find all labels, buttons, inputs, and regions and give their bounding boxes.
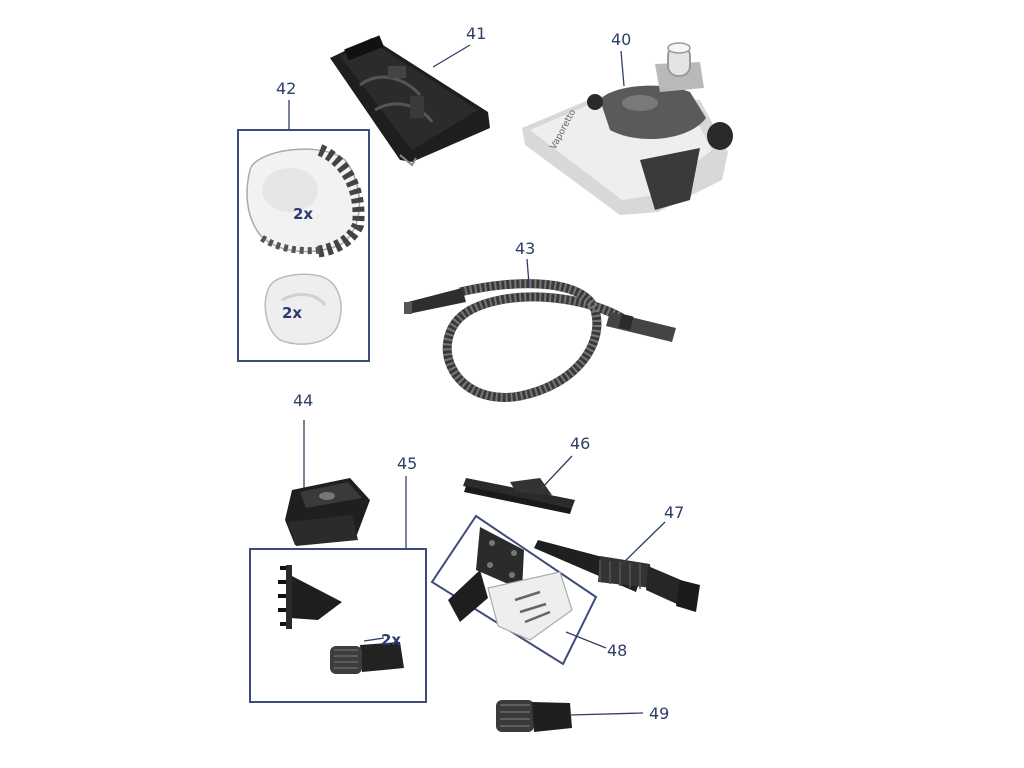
part-46-squeegee xyxy=(463,478,575,514)
qty-45: 2x xyxy=(381,631,401,649)
label-41: 41 xyxy=(466,24,486,43)
label-44: 44 xyxy=(293,391,313,410)
cloths-box xyxy=(237,129,370,362)
label-48: 48 xyxy=(607,641,627,660)
leader-41 xyxy=(432,44,471,68)
qty-42a: 2x xyxy=(293,205,313,223)
qty-42b: 2x xyxy=(282,304,302,322)
label-46: 46 xyxy=(570,434,590,453)
part-40-floor-head: Vaporetto xyxy=(522,42,733,215)
label-40: 40 xyxy=(611,30,631,49)
part-48-bracket xyxy=(448,527,573,641)
leader-45-qty xyxy=(363,637,385,642)
leader-49 xyxy=(569,712,644,716)
brush-set-box xyxy=(249,548,427,703)
leader-40 xyxy=(620,50,625,87)
leader-46 xyxy=(539,455,573,491)
part-45-brushes xyxy=(278,565,404,674)
label-49: 49 xyxy=(649,704,669,723)
part-44-holder xyxy=(285,478,370,546)
leader-47 xyxy=(619,521,666,567)
label-42: 42 xyxy=(276,79,296,98)
part-49-round-brush xyxy=(496,700,572,732)
label-45: 45 xyxy=(397,454,417,473)
label-47: 47 xyxy=(664,503,684,522)
leader-43 xyxy=(526,258,530,285)
label-43: 43 xyxy=(515,239,535,258)
part-42-cloths xyxy=(246,144,365,345)
part-43-hose xyxy=(404,279,676,402)
leader-48 xyxy=(565,631,607,649)
part-47-nozzle xyxy=(534,540,700,612)
bracket-box xyxy=(430,514,598,666)
part-41-mop-plate xyxy=(330,35,490,167)
